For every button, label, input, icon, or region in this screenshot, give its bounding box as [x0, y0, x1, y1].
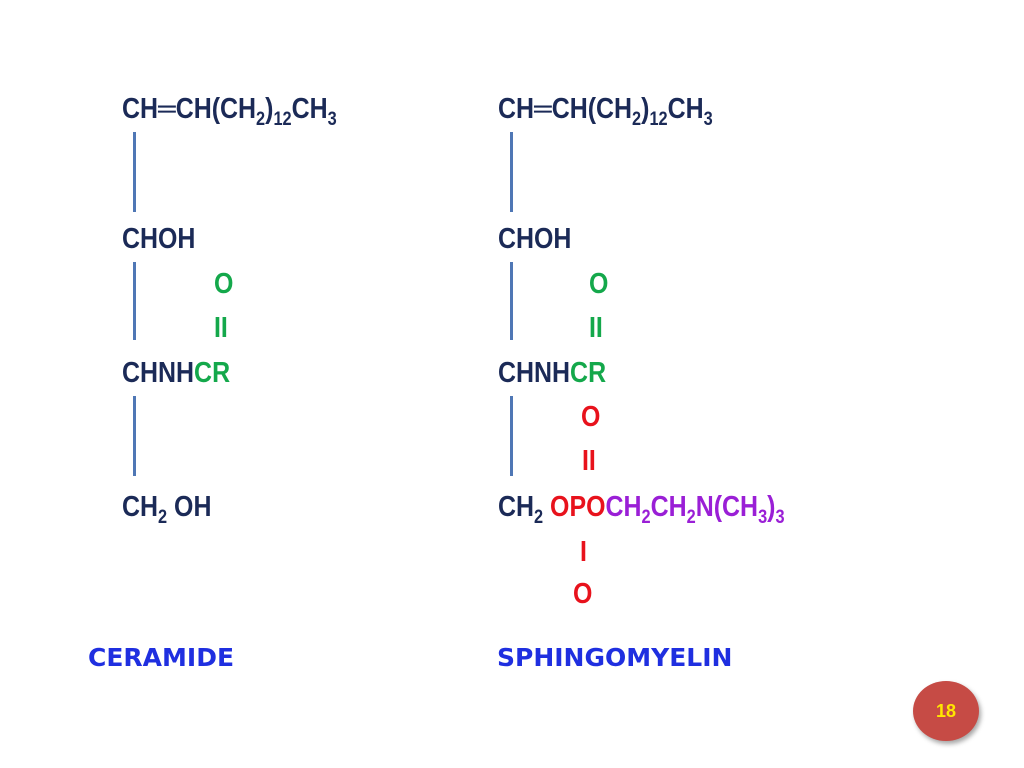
sphingomyelin-label: SPHINGOMYELIN — [497, 643, 733, 672]
sphingomyelin-carbonyl-double-bond: II — [589, 312, 603, 344]
sphingomyelin-phosphate-oxygen-bottom: O — [573, 578, 593, 610]
ceramide-bond-line-1 — [133, 132, 136, 212]
sphingomyelin-phosphate-single-bond: I — [580, 536, 587, 568]
sphingomyelin-phosphocholine-row: CH2 OPOCH2CH2N(CH3)3 — [498, 491, 785, 528]
sphingomyelin-bond-line-2 — [510, 262, 513, 340]
sphingomyelin-phosphate-double-bond: II — [582, 445, 596, 477]
ceramide-label: CERAMIDE — [88, 643, 235, 672]
sphingomyelin-chain-formula: CH═CH(CH2)12CH3 — [498, 93, 713, 130]
sphingomyelin-amide-group: CHNHCR — [498, 357, 607, 389]
sphingomyelin-bond-line-3 — [510, 396, 513, 476]
sphingomyelin-carbonyl-oxygen: O — [589, 268, 609, 300]
slide-number-badge: 18 — [913, 681, 979, 741]
slide-number: 18 — [935, 700, 957, 721]
sphingomyelin-phosphate-oxygen-top: O — [581, 401, 601, 433]
sphingomyelin-bond-line-1 — [510, 132, 513, 212]
ceramide-bond-line-3 — [133, 396, 136, 476]
ceramide-chain-formula: CH═CH(CH2)12CH3 — [122, 93, 337, 130]
ceramide-bond-line-2 — [133, 262, 136, 340]
ceramide-choh: CHOH — [122, 223, 196, 255]
sphingomyelin-choh: CHOH — [498, 223, 572, 255]
ceramide-amide-group: CHNHCR — [122, 357, 231, 389]
ceramide-ch2oh: CH2 OH — [122, 491, 212, 528]
ceramide-carbonyl-double-bond: II — [214, 312, 228, 344]
ceramide-carbonyl-oxygen: O — [214, 268, 234, 300]
